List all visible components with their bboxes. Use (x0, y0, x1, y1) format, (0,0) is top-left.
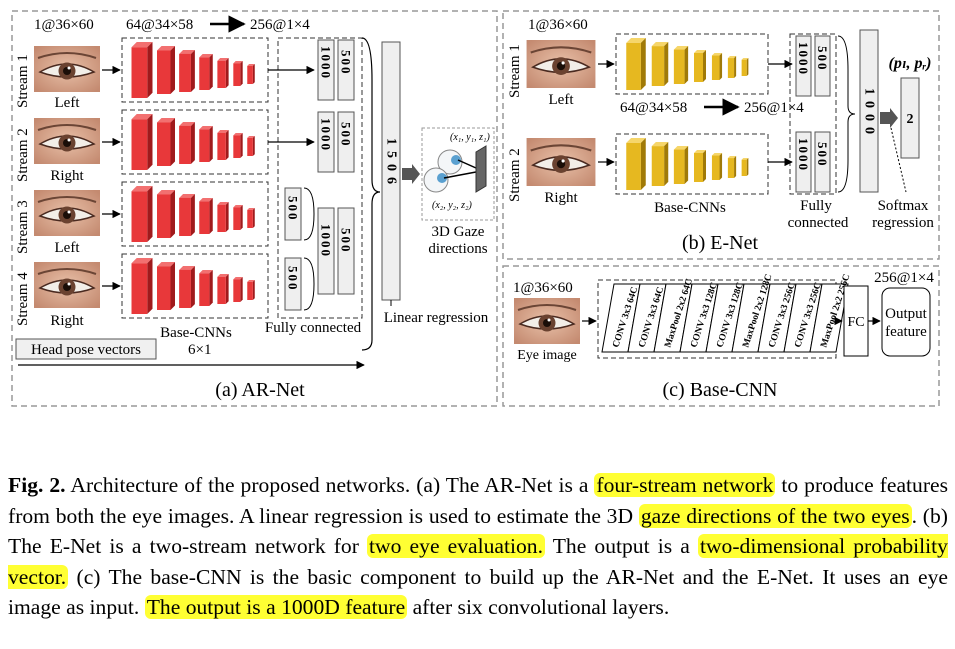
ar-fc-500-label: 500 (286, 196, 301, 222)
e-eye-label-1: Left (549, 92, 575, 108)
ar-output-dims: 256@1×4 (250, 17, 310, 33)
panel-ar-net: 1@36×60 64@34×58 256@1×4 Stream 1 Stream… (11, 10, 498, 407)
ar-eye-label-4: Right (50, 313, 84, 329)
e-fc-1000-label: 1000 (796, 138, 811, 172)
e-softmax-label-2: regression (872, 215, 934, 231)
e-input-label: 1@36×60 (528, 17, 588, 33)
ar-eye-image-2 (34, 118, 100, 164)
e-fc-1000-label: 1000 (862, 88, 877, 140)
c-eye-label: Eye image (517, 348, 576, 363)
caption-text-2: to produce features from both the eye im… (8, 473, 949, 528)
ar-eye-image-1 (34, 46, 100, 92)
ar-input-label: 1@36×60 (34, 17, 94, 33)
e-cnn-stack-1 (626, 38, 749, 90)
e-output-prob: (pₗ, pᵣ) (889, 55, 932, 72)
ar-head-pose-label: Head pose vectors (31, 342, 141, 358)
c-output-dims: 256@1×4 (874, 270, 934, 286)
caption-text-1: Architecture of the proposed networks. (… (65, 473, 595, 497)
ar-fc-1000-label: 1000 (319, 224, 334, 258)
ar-head-pose-dims: 6×1 (188, 342, 211, 358)
c-layer-stack: CONV 3x3 64C CONV 3x3 64C MaxPool 2x2 64… (601, 273, 853, 353)
caption-text-3: . (b) The E-Net is a two-stream network … (8, 503, 948, 559)
ar-eye-image-4 (34, 262, 100, 308)
ar-cnn-stack-1 (131, 42, 255, 98)
e-fc-label-2: connected (788, 215, 849, 231)
ar-fc-1000-box: 1000 500 1000 500 (317, 39, 355, 173)
e-output-2-label: 2 (907, 112, 914, 127)
e-feature-dims: 64@34×58 (620, 100, 687, 116)
e-base-cnns-label: Base-CNNs (654, 200, 726, 216)
ar-linear-regression-label: Linear regression (384, 310, 489, 326)
e-fc-1000-label: 1000 (796, 42, 811, 76)
e-softmax-label-1: Softmax (878, 198, 929, 214)
ar-stream-2-label: Stream 2 (15, 128, 31, 182)
ar-fc-label: Fully connected (265, 320, 362, 336)
ar-cnn-stack-4 (131, 258, 255, 314)
ar-eye-label-2: Right (50, 168, 84, 184)
ar-fc-1000-label: 1000 (319, 46, 334, 80)
e-eye-label-2: Right (544, 190, 578, 206)
e-fc-label-1: Fully (800, 198, 832, 214)
c-input-label: 1@36×60 (513, 280, 573, 296)
ar-eye-image-3 (34, 190, 100, 236)
e-fc-500-label: 500 (815, 142, 830, 168)
ar-feature-dims: 64@34×58 (126, 17, 193, 33)
c-fc-label: FC (847, 315, 864, 330)
architecture-figure: 1@36×60 64@34×58 256@1×4 Stream 1 Stream… (11, 10, 940, 407)
c-panel-caption: (c) Base-CNN (663, 379, 778, 401)
e-stream-2-label: Stream 2 (507, 148, 523, 202)
ar-gaze-label-1: 3D Gaze (432, 224, 485, 240)
ar-fc-500-label: 500 (339, 122, 354, 148)
panel-e-net: 1@36×60 Stream 1 Stream 2 Left Right 64@… (502, 10, 940, 260)
ar-cnn-stack-3 (131, 186, 255, 242)
e-eye-image-2 (526, 138, 596, 186)
caption-highlight-2: gaze directions of the two eyes (638, 503, 912, 528)
ar-fc-500-label: 500 (339, 50, 354, 76)
caption-text-4: The output is a (544, 534, 698, 558)
c-output-label-2: feature (885, 324, 927, 340)
ar-fc-500-label: 500 (339, 228, 354, 254)
panel-base-cnn: 1@36×60 Eye image CONV 3x3 64C CONV 3x3 … (502, 265, 940, 407)
ar-eye-label-3: Left (55, 240, 81, 256)
ar-stream-4-label: Stream 4 (15, 272, 31, 326)
caption-text-5: (c) The base-CNN is the basic component … (8, 564, 948, 620)
ar-panel-caption: (a) AR-Net (215, 379, 305, 401)
caption-text-6: after six convolutional layers. (407, 595, 670, 619)
ar-gaze-coord-2: (x₂, y₂, z₂) (432, 200, 473, 211)
ar-base-cnns-label: Base-CNNs (160, 325, 232, 341)
e-fc-500-label: 500 (815, 46, 830, 72)
e-panel-caption: (b) E-Net (682, 232, 759, 254)
e-stream-1-label: Stream 1 (507, 44, 523, 98)
caption-highlight-5: The output is a 1000D feature (144, 595, 408, 619)
caption-highlight-1: four-stream network (594, 473, 776, 497)
ar-eye-label-1: Left (55, 95, 81, 111)
ar-stream-3-label: Stream 3 (15, 200, 31, 254)
caption-highlight-3: two eye evaluation. (367, 534, 545, 558)
ar-fc-1000-label: 1000 (319, 118, 334, 152)
caption-fig-label: Fig. 2. (8, 473, 66, 497)
ar-stream-1-label: Stream 1 (15, 54, 31, 108)
c-output-label-1: Output (885, 306, 928, 322)
ar-gaze-coord-1: (x₁, y₁, z₁) (450, 132, 491, 143)
figure-caption: Fig. 2. Architecture of the proposed net… (8, 470, 948, 623)
ar-cnn-stack-2 (131, 114, 255, 170)
e-eye-image-1 (526, 40, 596, 88)
ar-gaze-label-2: directions (428, 241, 487, 257)
e-cnn-stack-2 (626, 138, 749, 190)
e-output-dims: 256@1×4 (744, 100, 804, 116)
c-eye-image (514, 298, 580, 344)
ar-fc-500-label: 500 (286, 266, 301, 292)
ar-fc-1506-label: 1506 (384, 138, 399, 190)
